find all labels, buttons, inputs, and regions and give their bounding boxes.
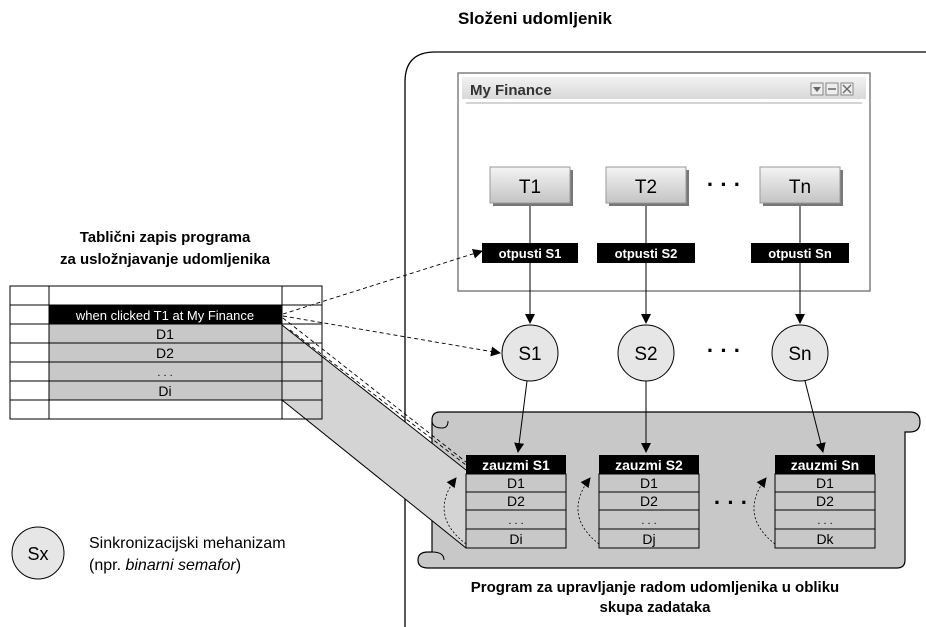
projection-edge-upper (281, 324, 467, 471)
table-row-dots: . . . (157, 367, 172, 379)
svg-text:D2: D2 (507, 493, 525, 509)
svg-text:Sn: Sn (788, 344, 811, 365)
svg-text:D1: D1 (507, 475, 525, 491)
svg-text:S1: S1 (518, 344, 541, 365)
svg-text:D1: D1 (640, 475, 658, 491)
semaphore-sn: Sn (771, 324, 829, 382)
table-row-di: Di (158, 383, 171, 399)
arrow-s1-task (514, 380, 528, 453)
button-tn[interactable]: Tn (759, 166, 843, 206)
release-sn-label: otpusti Sn (751, 243, 849, 263)
svg-text:zauzmi S2: zauzmi S2 (615, 457, 683, 473)
dashed-arrow-to-release (282, 248, 483, 315)
legend-symbol-label: Sx (27, 544, 48, 564)
svg-text:zauzmi Sn: zauzmi Sn (791, 457, 859, 473)
scroll-caption-line1: Program za upravljanje radom udomljenika… (471, 579, 839, 596)
table-title-line1: Tablični zapis programa (80, 229, 251, 246)
semaphore-s1: S1 (501, 324, 559, 382)
legend-symbol (11, 526, 65, 580)
task-s2: zauzmi S2 D1 D2 . . . Dj (577, 455, 700, 549)
table-row-when-clicked: when clicked T1 at My Finance (75, 308, 254, 323)
svg-text:D1: D1 (816, 475, 834, 491)
table-row-d2: D2 (156, 345, 174, 361)
svg-text:. . .: . . . (508, 515, 523, 527)
task-s1: zauzmi S1 D1 D2 . . . Di (443, 455, 567, 549)
projection-edge-lower (281, 399, 467, 549)
svg-text:D2: D2 (640, 493, 658, 509)
svg-text:D2: D2 (816, 493, 834, 509)
button-t2-label: T2 (635, 177, 657, 198)
arrow-sn-task (804, 380, 826, 453)
dashed-line-to-task (282, 317, 467, 463)
svg-text:Di: Di (509, 531, 522, 547)
svg-text:zauzmi S1: zauzmi S1 (482, 457, 550, 473)
semaphore-ellipsis: · · · (707, 338, 741, 363)
button-t1-label: T1 (519, 177, 541, 198)
svg-text:. . .: . . . (817, 515, 832, 527)
svg-text:otpusti S2: otpusti S2 (615, 246, 678, 261)
svg-text:otpusti Sn: otpusti Sn (768, 246, 832, 261)
legend: Sx Sinkronizacijski mehanizam (npr. bina… (11, 526, 286, 580)
svg-text:Dk: Dk (816, 531, 834, 547)
composite-border (404, 51, 926, 627)
legend-text-line1: Sinkronizacijski mehanizam (89, 535, 286, 552)
semaphore-s2: S2 (617, 324, 675, 382)
program-table: when clicked T1 at My Finance D1 D2 . . … (9, 285, 323, 420)
button-ellipsis: · · · (707, 172, 741, 197)
window-title: My Finance (470, 82, 552, 99)
dashed-line-to-task-2 (289, 329, 467, 466)
svg-text:. . .: . . . (641, 515, 656, 527)
release-s2-label: otpusti S2 (597, 243, 695, 263)
button-t2[interactable]: T2 (605, 166, 689, 206)
task-ellipsis: · · · (714, 490, 748, 515)
table-title-line2: za usložnjavanje udomljenika (60, 251, 271, 268)
button-tn-label: Tn (789, 177, 811, 198)
svg-text:Dj: Dj (642, 531, 655, 547)
dashed-arrow-to-semaphore (282, 315, 501, 357)
table-row-d1: D1 (156, 326, 174, 342)
task-sn: zauzmi Sn D1 D2 . . . Dk (753, 455, 876, 549)
composite-title: Složeni udomljenik (458, 9, 613, 28)
svg-text:S2: S2 (634, 344, 657, 365)
svg-text:otpusti S1: otpusti S1 (499, 246, 562, 261)
legend-text-line2: (npr. binarni semafor) (89, 557, 241, 574)
button-t1[interactable]: T1 (489, 166, 573, 206)
scroll-caption-line2: skupa zadataka (600, 599, 712, 616)
release-s1-label: otpusti S1 (482, 243, 578, 263)
table-projection (282, 325, 466, 548)
